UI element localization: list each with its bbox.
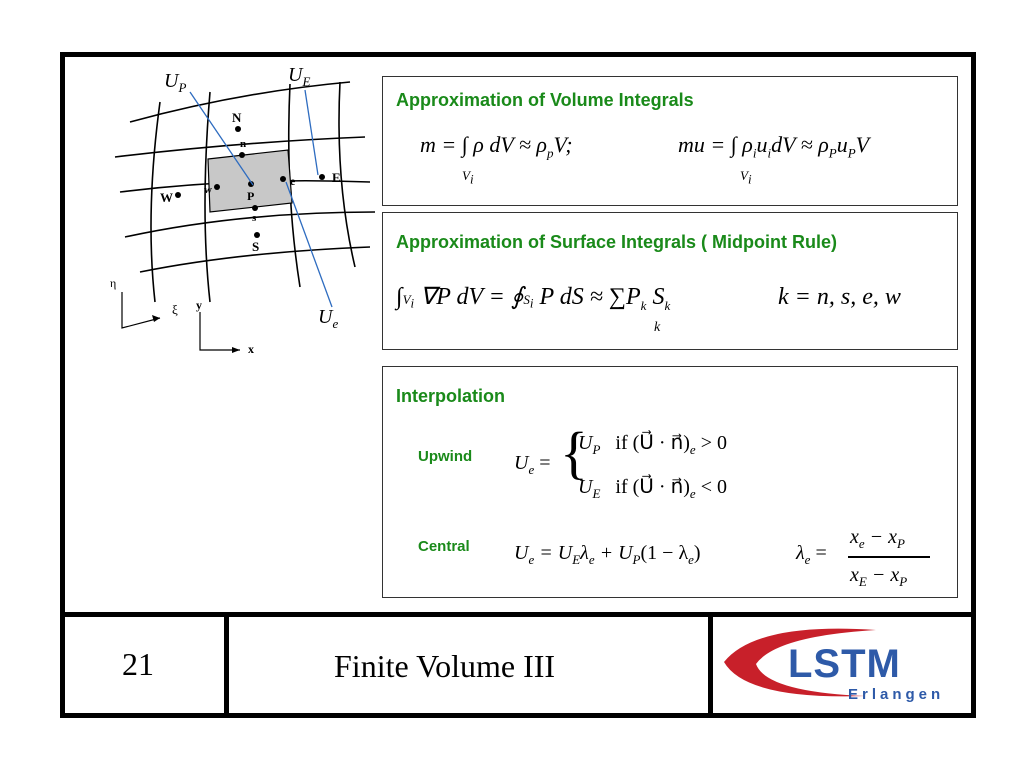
label-ue-bottom: Ue bbox=[318, 306, 339, 331]
upwind-case-1: UP if (U⃗ · n⃗)e > 0 bbox=[578, 432, 727, 457]
axis-eta: η bbox=[110, 276, 117, 290]
lambda-denominator: xE − xP bbox=[850, 564, 908, 589]
node-P: P bbox=[247, 189, 255, 203]
slide-title: Finite Volume III bbox=[334, 648, 556, 684]
node-e: e bbox=[290, 174, 296, 188]
footer-divider-left bbox=[224, 617, 229, 713]
upwind-lhs: Ue = bbox=[514, 452, 551, 477]
volume-eq-momentum-limit: Vi bbox=[740, 168, 752, 187]
volume-eq-momentum: mu = ∫ ρiuidV ≈ ρPuPV bbox=[678, 132, 870, 161]
node-N: N bbox=[232, 110, 242, 125]
logo-subtext: Erlangen bbox=[848, 686, 945, 703]
logo-text: LSTM bbox=[788, 642, 901, 686]
lstm-logo: LSTM Erlangen bbox=[716, 622, 962, 706]
surface-heading: Approximation of Surface Integrals ( Mid… bbox=[396, 232, 838, 252]
interpolation-heading: Interpolation bbox=[396, 386, 505, 406]
central-eq: Ue = UEλe + UP(1 − λe) bbox=[514, 542, 701, 567]
node-w: w bbox=[204, 184, 212, 196]
footer-divider bbox=[60, 612, 976, 617]
volume-heading: Approximation of Volume Integrals bbox=[396, 90, 694, 110]
axis-y: y bbox=[196, 298, 202, 312]
node-W: W bbox=[160, 190, 173, 205]
label-up: UP bbox=[164, 70, 187, 95]
surface-integrals-box bbox=[382, 212, 958, 350]
node-S: S bbox=[252, 239, 260, 254]
lambda-numerator: xe − xP bbox=[850, 526, 905, 551]
upwind-case-2: UE if (U⃗ · n⃗)e < 0 bbox=[578, 476, 727, 501]
finite-volume-grid-diagram bbox=[114, 81, 376, 353]
slide-frame bbox=[60, 52, 976, 718]
interpolation-box bbox=[382, 366, 958, 598]
upwind-label: Upwind bbox=[418, 448, 473, 465]
upwind-brace: { bbox=[560, 420, 588, 485]
volume-eq-mass: m = ∫ ρ dV ≈ ρpV; bbox=[420, 132, 573, 161]
lambda-lhs: λe = bbox=[796, 542, 827, 567]
surface-k-set: k = n, s, e, w bbox=[778, 284, 901, 310]
surface-sum-limit: k bbox=[654, 320, 661, 335]
volume-integrals-box bbox=[382, 76, 958, 206]
label-ue-top: UE bbox=[288, 64, 311, 89]
axis-x: x bbox=[248, 342, 254, 356]
page-number: 21 bbox=[122, 646, 154, 682]
surface-eq: ∫Vi ∇P dV = ∮Si P dS ≈ ∑Pk Sk bbox=[396, 284, 671, 313]
node-E: E bbox=[332, 170, 341, 185]
volume-eq-mass-limit: Vi bbox=[462, 168, 474, 187]
axis-xi: ξ bbox=[172, 302, 178, 317]
node-n: n bbox=[240, 138, 247, 150]
central-label: Central bbox=[418, 538, 470, 555]
footer-divider-right bbox=[708, 617, 713, 713]
fraction-bar bbox=[848, 556, 930, 558]
node-s: s bbox=[252, 212, 257, 224]
